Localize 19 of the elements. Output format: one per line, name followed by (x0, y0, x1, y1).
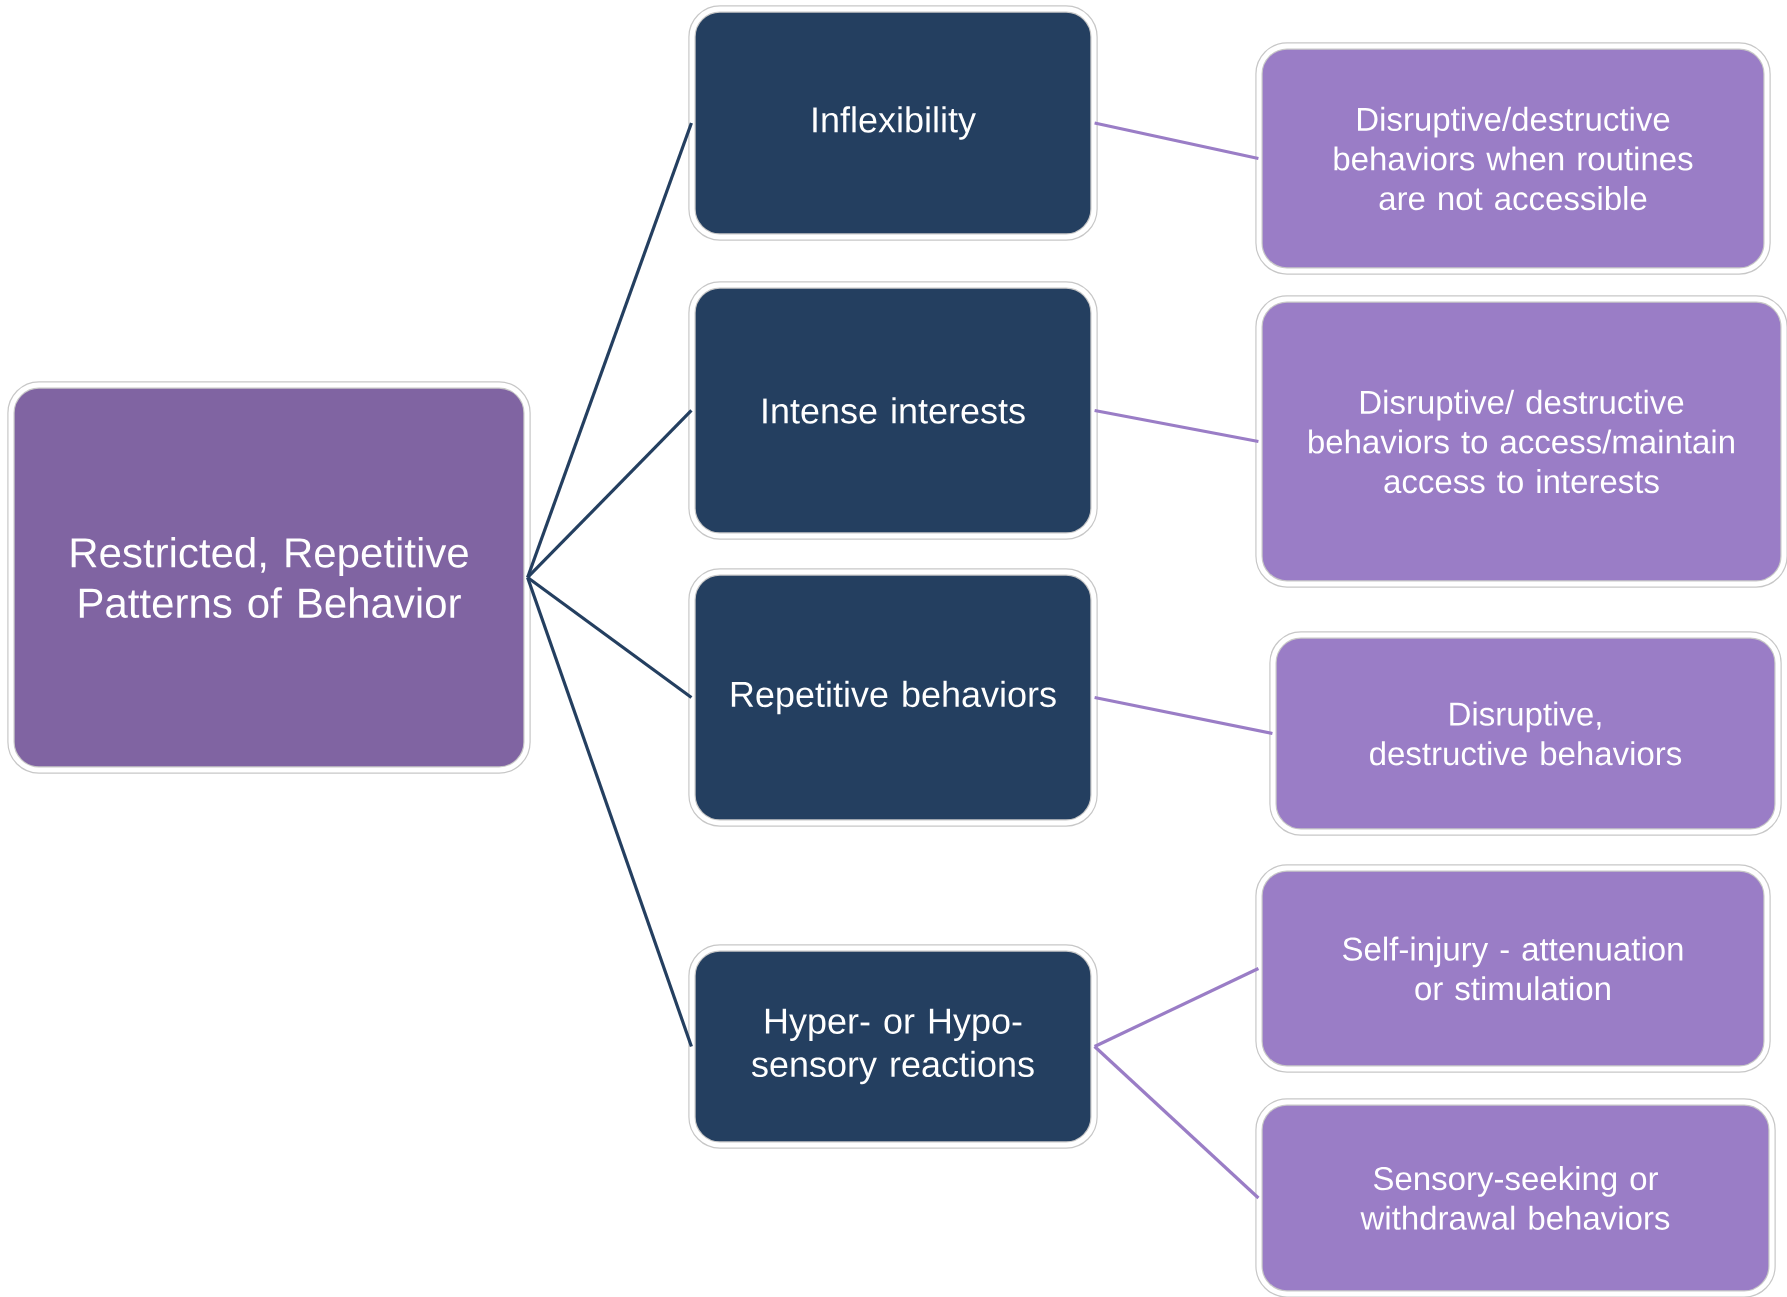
subcategory-box: Inflexibility (688, 5, 1098, 241)
behavior-box: Disruptive/ destructive behaviors to access/maintain access to interests (1255, 295, 1787, 588)
behavior-box: Disruptive/destructive behaviors when routines are not accessible (1255, 42, 1771, 275)
subcategory-box: Hyper- or Hypo-sensory reactions (688, 944, 1098, 1149)
behavior-box: Self-injury - attenuation or stimulation (1255, 864, 1771, 1073)
connector-line (526, 409, 693, 579)
connector-line (1094, 695, 1273, 736)
connector-line (526, 576, 693, 699)
connector-line (526, 576, 693, 1048)
connector-line (1093, 1045, 1260, 1200)
connector-line (1094, 408, 1259, 444)
subcategory-box: Intense interests (688, 281, 1098, 540)
connector-line (526, 122, 693, 579)
behavior-box: Sensory-seeking or withdrawal behaviors (1255, 1098, 1776, 1297)
subcategory-box: Repetitive behaviors (688, 568, 1098, 827)
category-box: Restricted, Repetitive Patterns of Behavior (7, 381, 531, 774)
behavior-box: Disruptive, destructive behaviors (1269, 631, 1782, 836)
connector-line (1094, 121, 1259, 161)
connector-line (1093, 967, 1260, 1048)
